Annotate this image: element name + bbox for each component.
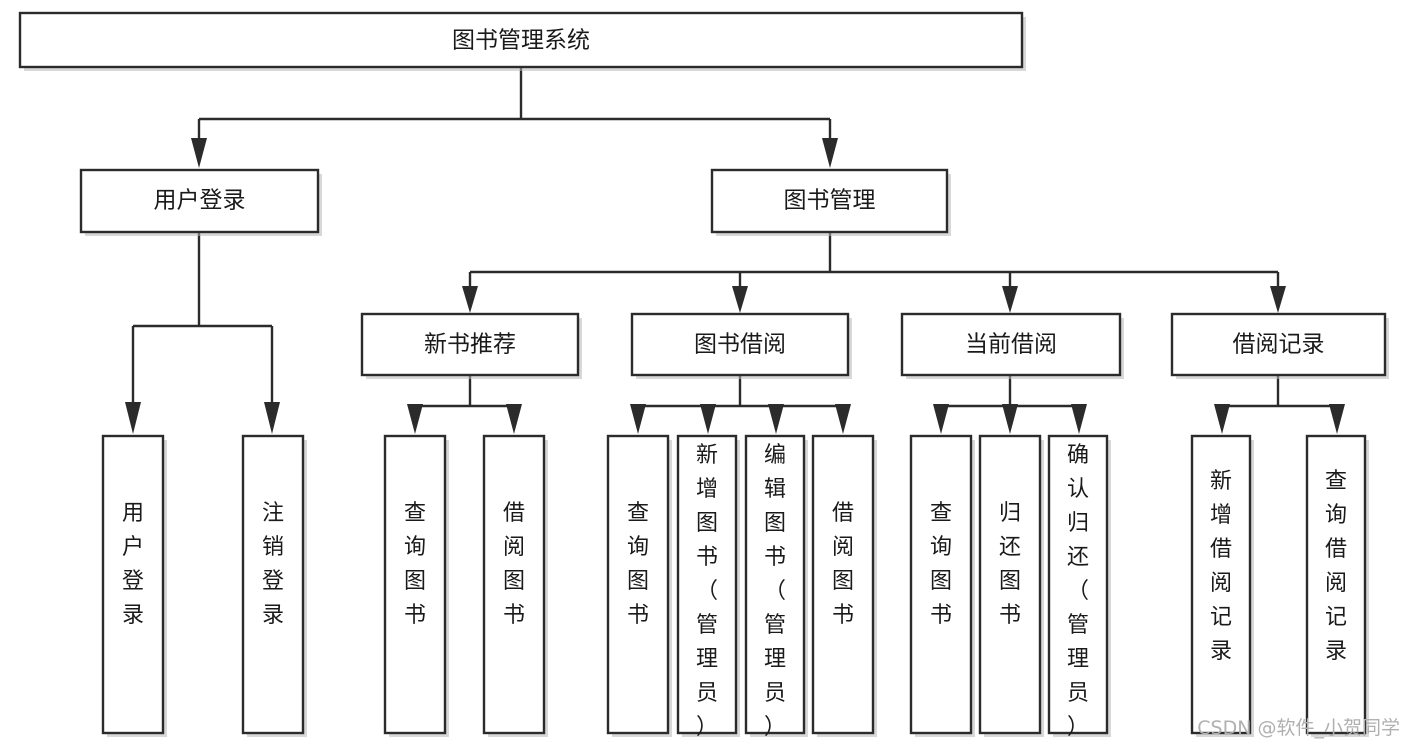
connector-group-book-management bbox=[462, 232, 1286, 313]
arrow-head-leaf-query-book-2 bbox=[630, 404, 646, 434]
leaf-confirm-return-label: 确认归还（管理员） bbox=[1067, 443, 1089, 740]
connector-group-current-borrow bbox=[933, 375, 1087, 434]
arrow-head-leaf-edit-book bbox=[768, 404, 784, 434]
leaf-query-book-1[interactable]: 查询图书 bbox=[383, 434, 449, 737]
leaf-query-book-1-label: 查询图书 bbox=[404, 501, 426, 628]
arrow-head-borrow-record bbox=[1270, 286, 1286, 313]
node-user-login-label: 用户登录 bbox=[154, 188, 246, 214]
connector-group-new-book-recommend bbox=[407, 375, 522, 434]
node-current-borrow[interactable]: 当前借阅 bbox=[900, 312, 1124, 379]
arrow-head-leaf-confirm-return bbox=[1071, 404, 1087, 434]
leaf-query-record-label: 查询借阅记录 bbox=[1325, 469, 1347, 664]
node-root-label: 图书管理系统 bbox=[452, 28, 590, 54]
node-book-borrow-label: 图书借阅 bbox=[694, 332, 786, 358]
connector-group-user-login bbox=[125, 232, 280, 434]
arrow-head-leaf-add-record bbox=[1214, 404, 1230, 434]
leaf-add-record[interactable]: 新增借阅记录 bbox=[1190, 434, 1254, 737]
connector-group-borrow-record bbox=[1214, 375, 1345, 434]
node-root[interactable]: 图书管理系统 bbox=[18, 11, 1026, 71]
leaf-query-book-3-label: 查询图书 bbox=[930, 501, 952, 628]
leaf-return-book-label: 归还图书 bbox=[999, 501, 1021, 628]
leaf-logout-label: 注销登录 bbox=[262, 501, 284, 628]
arrow-head-user-login bbox=[191, 138, 207, 168]
arrow-head-leaf-borrow-book-1 bbox=[506, 404, 522, 434]
node-current-borrow-label: 当前借阅 bbox=[965, 332, 1057, 358]
leaf-borrow-book-1-label: 借阅图书 bbox=[503, 501, 525, 628]
node-borrow-record[interactable]: 借阅记录 bbox=[1170, 312, 1389, 379]
leaf-borrow-book-1[interactable]: 借阅图书 bbox=[482, 434, 548, 737]
connector-group-root bbox=[191, 67, 838, 168]
arrow-head-leaf-return-book bbox=[1002, 404, 1018, 434]
watermark-text: CSDN @软件_小贺同学 bbox=[1197, 717, 1400, 739]
leaf-borrow-book-2[interactable]: 借阅图书 bbox=[811, 434, 877, 737]
connector-group-book-borrow bbox=[630, 375, 851, 434]
node-book-management[interactable]: 图书管理 bbox=[710, 168, 951, 236]
arrow-head-current-borrow bbox=[1002, 286, 1018, 313]
arrow-head-leaf-query-book-3 bbox=[933, 404, 949, 434]
leaf-edit-book-label: 编辑图书（管理员） bbox=[764, 443, 786, 740]
arrow-head-book-management bbox=[822, 138, 838, 168]
node-book-management-label: 图书管理 bbox=[784, 188, 876, 214]
node-new-book-recommend[interactable]: 新书推荐 bbox=[360, 312, 582, 379]
arrow-head-leaf-logout bbox=[264, 402, 280, 434]
arrow-head-book-borrow bbox=[732, 286, 748, 313]
arrow-head-leaf-borrow-book-2 bbox=[835, 404, 851, 434]
node-borrow-record-label: 借阅记录 bbox=[1233, 332, 1325, 358]
leaf-query-book-2-label: 查询图书 bbox=[627, 501, 649, 628]
leaf-edit-book[interactable]: 编辑图书（管理员） bbox=[744, 434, 808, 740]
leaf-borrow-book-2-label: 借阅图书 bbox=[832, 501, 854, 628]
leaf-query-book-2[interactable]: 查询图书 bbox=[606, 434, 672, 737]
leaf-logout[interactable]: 注销登录 bbox=[241, 434, 307, 737]
leaf-add-book[interactable]: 新增图书（管理员） bbox=[676, 434, 740, 740]
leaf-user-login-label: 用户登录 bbox=[122, 501, 144, 628]
leaf-add-book-label: 新增图书（管理员） bbox=[696, 443, 718, 740]
leaf-query-record[interactable]: 查询借阅记录 bbox=[1305, 434, 1369, 737]
leaf-confirm-return[interactable]: 确认归还（管理员） bbox=[1047, 434, 1111, 740]
leaf-user-login[interactable]: 用户登录 bbox=[101, 434, 167, 737]
node-book-borrow[interactable]: 图书借阅 bbox=[630, 312, 852, 379]
leaf-return-book[interactable]: 归还图书 bbox=[978, 434, 1044, 737]
arrow-head-leaf-user-login bbox=[125, 402, 141, 434]
leaf-query-book-3[interactable]: 查询图书 bbox=[909, 434, 975, 737]
leaf-add-record-label: 新增借阅记录 bbox=[1210, 469, 1232, 664]
arrow-head-leaf-add-book bbox=[700, 404, 716, 434]
node-user-login[interactable]: 用户登录 bbox=[79, 168, 322, 236]
arrow-head-new-book-recommend bbox=[462, 286, 478, 313]
node-new-book-recommend-label: 新书推荐 bbox=[424, 332, 516, 358]
arrow-head-leaf-query-book-1 bbox=[407, 404, 423, 434]
arrow-head-leaf-query-record bbox=[1329, 404, 1345, 434]
